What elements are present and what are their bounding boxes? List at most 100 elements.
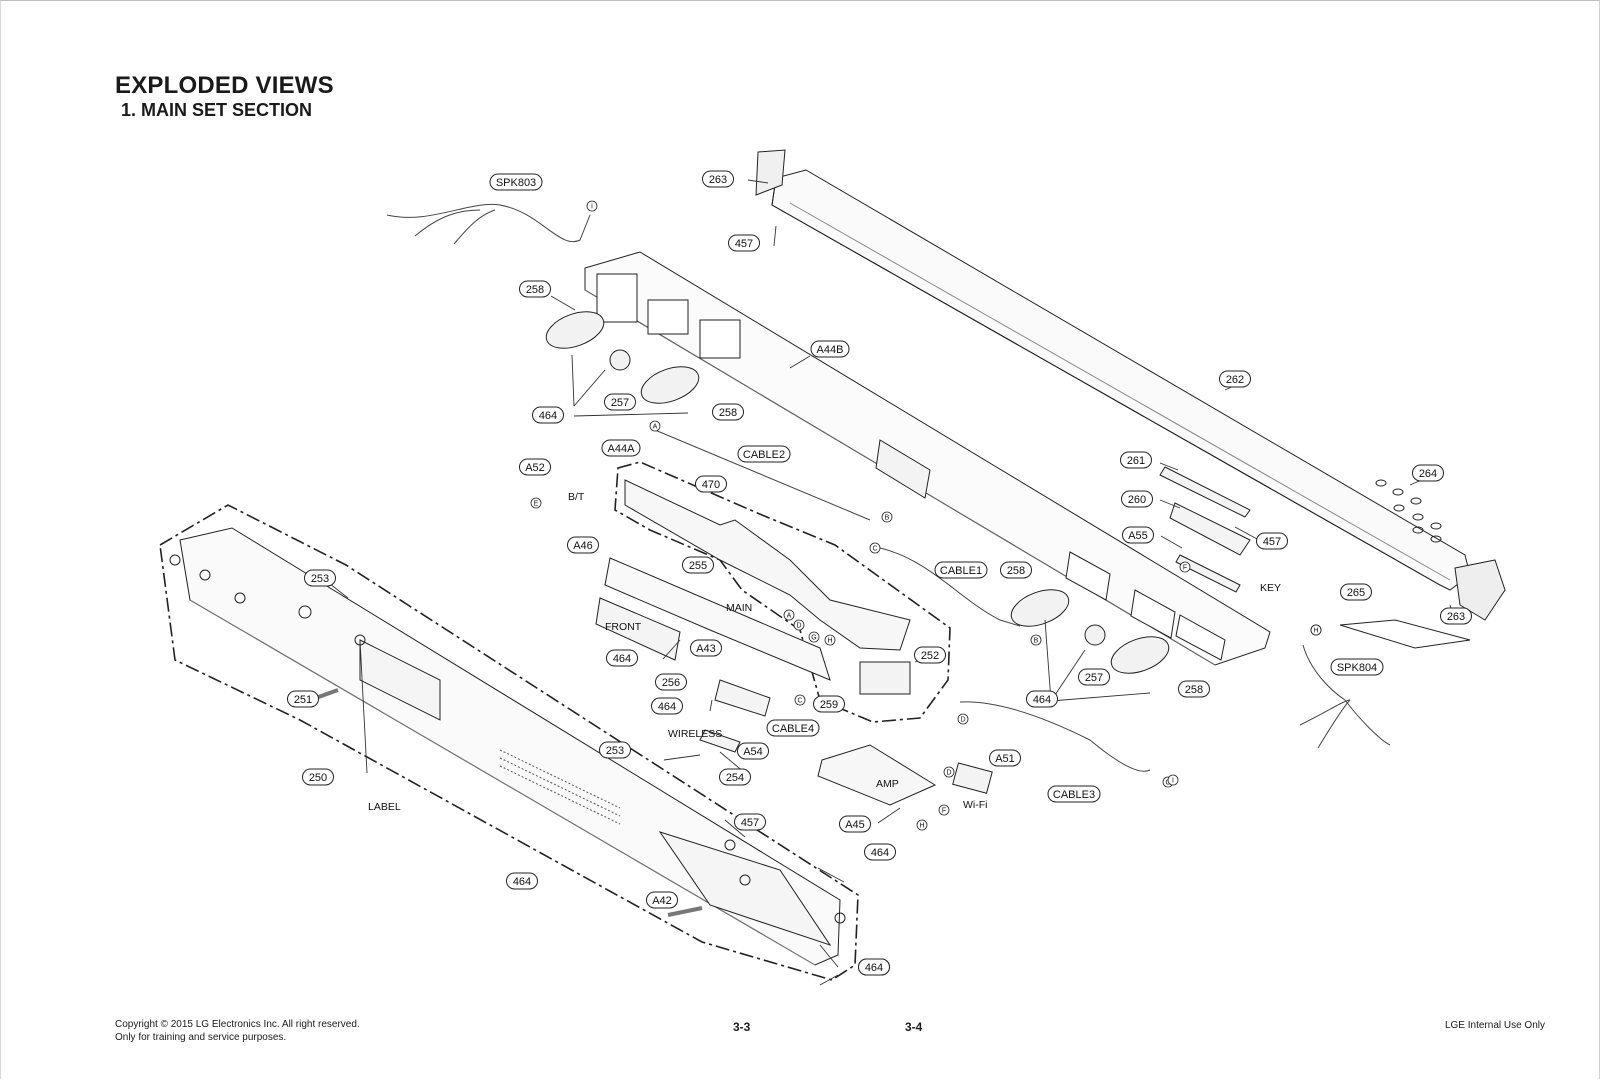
callout-bubble	[734, 813, 766, 831]
callout-bubble	[1440, 607, 1472, 625]
connector-circle	[881, 511, 893, 523]
callout-label: A54	[743, 746, 763, 758]
callout-a46: A46	[567, 536, 599, 554]
callout-bubble	[702, 170, 734, 188]
callout-250: 250	[302, 768, 334, 786]
callout-spk804: SPK804	[1330, 658, 1384, 676]
connector-circle	[794, 694, 806, 706]
connector-c: C	[869, 542, 881, 554]
connector-circle	[824, 634, 836, 646]
connector-letter: F	[1183, 565, 1187, 572]
connector-letter: C	[797, 698, 802, 705]
callout-255: 255	[682, 556, 714, 574]
callout-262: 262	[1219, 370, 1251, 388]
callout-464: 464	[532, 406, 564, 424]
connector-letter: H	[827, 638, 832, 645]
connector-circle	[916, 819, 928, 831]
connector-d: D	[943, 766, 955, 778]
connector-letter: A	[787, 613, 792, 620]
connector-i: I	[586, 200, 598, 212]
connector-letter: G	[811, 635, 816, 642]
callout-a43: A43	[690, 639, 722, 657]
leader-lines	[324, 179, 1455, 986]
callout-a44b: A44B	[810, 340, 850, 358]
callout-label: 464	[613, 653, 631, 665]
callout-457: 457	[728, 234, 760, 252]
callout-254: 254	[719, 768, 751, 786]
label-b-t: B/T	[568, 491, 585, 503]
connector-letter: H	[919, 823, 924, 830]
callout-263: 263	[702, 170, 734, 188]
callout-label: CABLE2	[743, 449, 785, 461]
label-wi-fi: Wi-Fi	[963, 799, 988, 811]
connector-letter: C	[1165, 780, 1170, 787]
callout-label: 464	[865, 962, 883, 974]
callout-label: 255	[689, 560, 707, 572]
callout-bubble	[651, 697, 683, 715]
callout-label: 258	[1185, 684, 1203, 696]
callout-bubble	[695, 475, 727, 493]
callout-259: 259	[813, 695, 845, 713]
part-A44A-region	[614, 461, 951, 723]
callout-label: 262	[1226, 374, 1244, 386]
part-A44B-frame	[584, 251, 1271, 666]
connector-h: H	[916, 819, 928, 831]
callout-464: 464	[1026, 690, 1058, 708]
callout-bubble	[1256, 532, 1288, 550]
connector-letter: D	[946, 770, 951, 777]
callout-bubble	[989, 749, 1021, 767]
label-main: MAIN	[726, 602, 752, 614]
callout-label: A51	[995, 753, 1015, 765]
callout-label: 265	[1347, 587, 1365, 599]
connector-h: H	[1310, 624, 1322, 636]
callout-label: 263	[709, 174, 727, 186]
connector-d: D	[793, 619, 805, 631]
callout-label: 254	[726, 772, 744, 784]
connector-letter: B	[885, 515, 890, 522]
callout-a54: A54	[737, 742, 769, 760]
callout-bubble	[532, 406, 564, 424]
part-251-rod-2	[667, 906, 703, 917]
callout-label: A42	[652, 895, 672, 907]
callout-457: 457	[1256, 532, 1288, 550]
connector-d: D	[957, 713, 969, 725]
callout-bubble	[864, 843, 896, 861]
connector-e: E	[530, 497, 542, 509]
callout-251: 251	[287, 690, 319, 708]
page-title: EXPLODED VIEWS	[115, 72, 334, 99]
part-A42-base	[159, 504, 859, 981]
callout-label: 457	[735, 238, 753, 250]
copyright-line-1: Copyright © 2015 LG Electronics Inc. All…	[115, 1019, 360, 1030]
connector-letter: H	[1313, 628, 1318, 635]
connector-circle	[793, 619, 805, 631]
connector-circle	[808, 631, 820, 643]
callout-bubble	[567, 536, 599, 554]
part-A46-board	[595, 557, 831, 753]
label-amp: AMP	[876, 778, 899, 790]
connector-circle	[1179, 561, 1191, 573]
connector-circle	[530, 497, 542, 509]
callout-spk803: SPK803	[489, 173, 543, 191]
callout-bubble	[719, 768, 751, 786]
callout-bubble	[766, 719, 820, 737]
connector-circle	[649, 420, 661, 432]
callout-464: 464	[506, 872, 538, 890]
callout-label: 253	[606, 745, 624, 757]
callout-258: 258	[1178, 680, 1210, 698]
callout-label: 464	[1033, 694, 1051, 706]
callout-label: CABLE4	[772, 723, 814, 735]
callout-257: 257	[604, 393, 636, 411]
callout-label: 457	[741, 817, 759, 829]
connector-letter: I	[591, 204, 593, 211]
callout-a44a: A44A	[601, 439, 641, 457]
callout-label: A52	[525, 462, 545, 474]
callout-260: 260	[1121, 490, 1153, 508]
callout-label: 263	[1447, 611, 1465, 623]
callout-bubble	[813, 695, 845, 713]
part-A45-amp-board	[817, 744, 993, 806]
callout-bubble	[934, 561, 988, 579]
connector-letter: B	[1034, 638, 1039, 645]
callout-bubble	[601, 439, 641, 457]
callout-label: 250	[309, 772, 327, 784]
